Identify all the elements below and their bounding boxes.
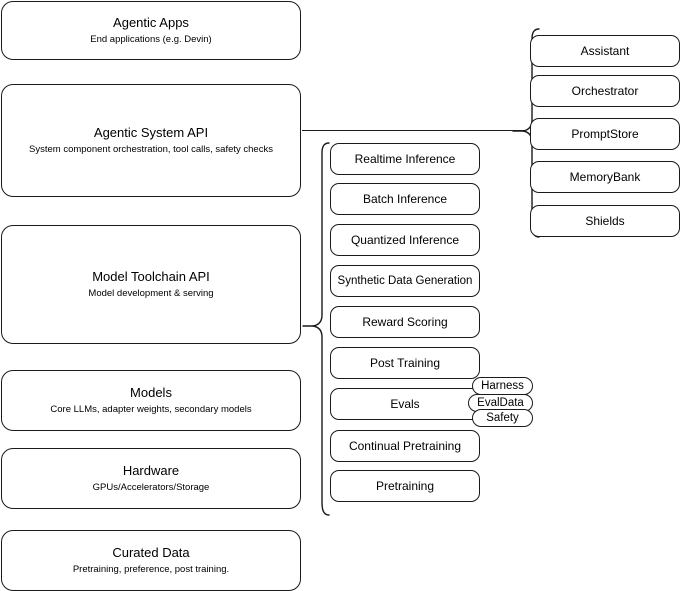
layer-subtitle: Core LLMs, adapter weights, secondary mo… <box>50 404 252 415</box>
layer-subtitle: GPUs/Accelerators/Storage <box>92 482 210 493</box>
layer-subtitle: End applications (e.g. Devin) <box>90 34 212 45</box>
evals-pill-safety[interactable]: Safety <box>472 409 533 427</box>
system-box-promptstore[interactable]: PromptStore <box>530 118 680 150</box>
system-box-assistant[interactable]: Assistant <box>530 35 680 67</box>
toolchain-box-synthetic-data-generation[interactable]: Synthetic Data Generation <box>330 265 480 297</box>
system-box-orchestrator[interactable]: Orchestrator <box>530 75 680 107</box>
layer-box-agentic-system-api[interactable]: Agentic System API System component orch… <box>1 84 301 197</box>
evals-pill-harness[interactable]: Harness <box>472 377 533 395</box>
system-box-shields[interactable]: Shields <box>530 205 680 237</box>
layer-box-curated-data[interactable]: Curated Data Pretraining, preference, po… <box>1 530 301 591</box>
toolchain-box-evals[interactable]: Evals <box>330 388 480 420</box>
connector-line-system-api <box>302 130 524 132</box>
layer-subtitle: Model development & serving <box>88 288 214 299</box>
layer-subtitle: System component orchestration, tool cal… <box>29 144 273 155</box>
layer-subtitle: Pretraining, preference, post training. <box>72 564 230 575</box>
layer-box-hardware[interactable]: Hardware GPUs/Accelerators/Storage <box>1 448 301 509</box>
toolchain-box-pretraining[interactable]: Pretraining <box>330 470 480 502</box>
system-box-memorybank[interactable]: MemoryBank <box>530 161 680 193</box>
layer-title: Agentic System API <box>93 125 209 140</box>
layer-title: Model Toolchain API <box>92 269 210 284</box>
brace-toolchain <box>302 140 330 520</box>
layer-box-agentic-apps[interactable]: Agentic Apps End applications (e.g. Devi… <box>1 1 301 60</box>
toolchain-box-quantized-inference[interactable]: Quantized Inference <box>330 224 480 256</box>
layer-title: Curated Data <box>112 545 190 560</box>
layer-title: Agentic Apps <box>113 15 189 30</box>
toolchain-box-post-training[interactable]: Post Training <box>330 347 480 379</box>
layer-title: Hardware <box>122 463 180 478</box>
layer-title: Models <box>130 385 172 400</box>
layer-box-models[interactable]: Models Core LLMs, adapter weights, secon… <box>1 370 301 431</box>
layer-box-model-toolchain-api[interactable]: Model Toolchain API Model development & … <box>1 225 301 344</box>
toolchain-box-continual-pretraining[interactable]: Continual Pretraining <box>330 430 480 462</box>
toolchain-box-reward-scoring[interactable]: Reward Scoring <box>330 306 480 338</box>
toolchain-box-realtime-inference[interactable]: Realtime Inference <box>330 143 480 175</box>
toolchain-box-batch-inference[interactable]: Batch Inference <box>330 183 480 215</box>
